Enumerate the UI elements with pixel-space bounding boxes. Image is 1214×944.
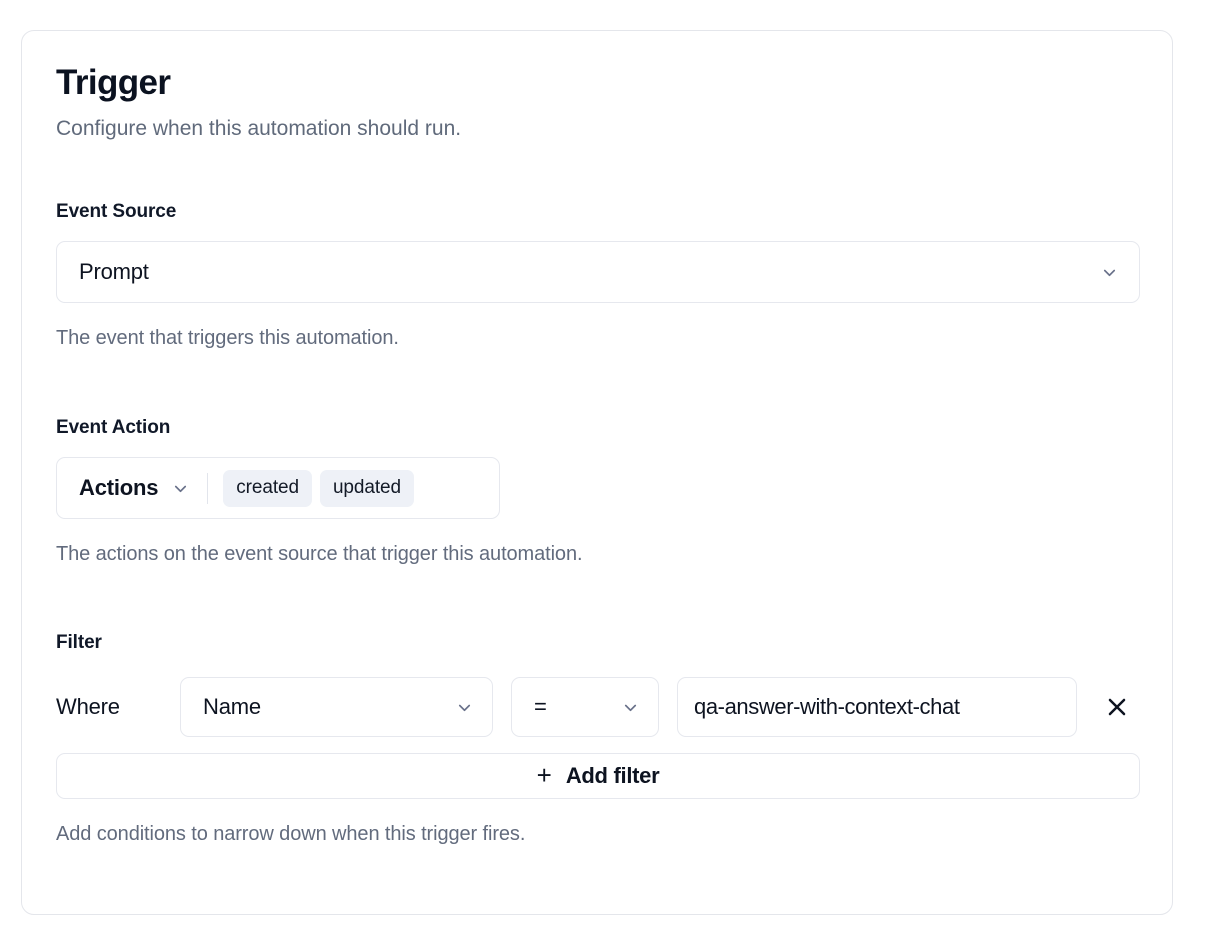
filter-operator-value: = [534,694,547,719]
chevron-down-icon [458,704,471,711]
plus-icon: + [536,760,552,790]
chevron-down-icon [624,704,637,711]
event-action-help: The actions on the event source that tri… [56,543,583,565]
filter-field-select[interactable]: Name [180,677,493,737]
divider [207,472,209,504]
event-source-section: Event Source Prompt The event that trigg… [56,201,1140,350]
chevron-down-icon [1103,269,1116,276]
page-title: Trigger [56,63,171,102]
chip-updated[interactable]: updated [319,469,414,507]
filter-field-value: Name [203,694,261,719]
where-label: Where [56,694,120,719]
filter-value-text: qa-answer-with-context-chat [694,694,960,719]
event-source-select[interactable]: Prompt [56,241,1140,303]
event-action-dropdown[interactable]: Actions [79,475,207,501]
chevron-down-icon [175,485,187,492]
remove-filter-button[interactable] [1091,681,1143,733]
filter-help: Add conditions to narrow down when this … [56,823,526,845]
trigger-card: Trigger Configure when this automation s… [21,30,1173,915]
filter-section: Filter Where Name = qa-answer-with-conte… [56,632,1140,846]
event-action-label: Event Action [56,417,171,438]
event-action-section: Event Action Actions created updated The… [56,417,1140,566]
event-action-dropdown-label: Actions [79,475,159,500]
event-action-control: Actions created updated [56,457,500,519]
filter-row: Where Name = qa-answer-with-context-chat [56,677,1140,737]
add-filter-label: Add filter [565,763,660,788]
event-source-help: The event that triggers this automation. [56,327,399,349]
event-source-label: Event Source [56,201,177,222]
page-subtitle: Configure when this automation should ru… [56,116,462,140]
chip-created[interactable]: created [223,469,312,507]
event-source-value: Prompt [79,259,149,284]
close-icon [1108,698,1126,716]
filter-label: Filter [56,632,102,653]
filter-value-input[interactable]: qa-answer-with-context-chat [677,677,1077,737]
event-action-chips: created updated [208,469,414,507]
filter-operator-select[interactable]: = [511,677,659,737]
add-filter-button[interactable]: + Add filter [56,753,1140,799]
